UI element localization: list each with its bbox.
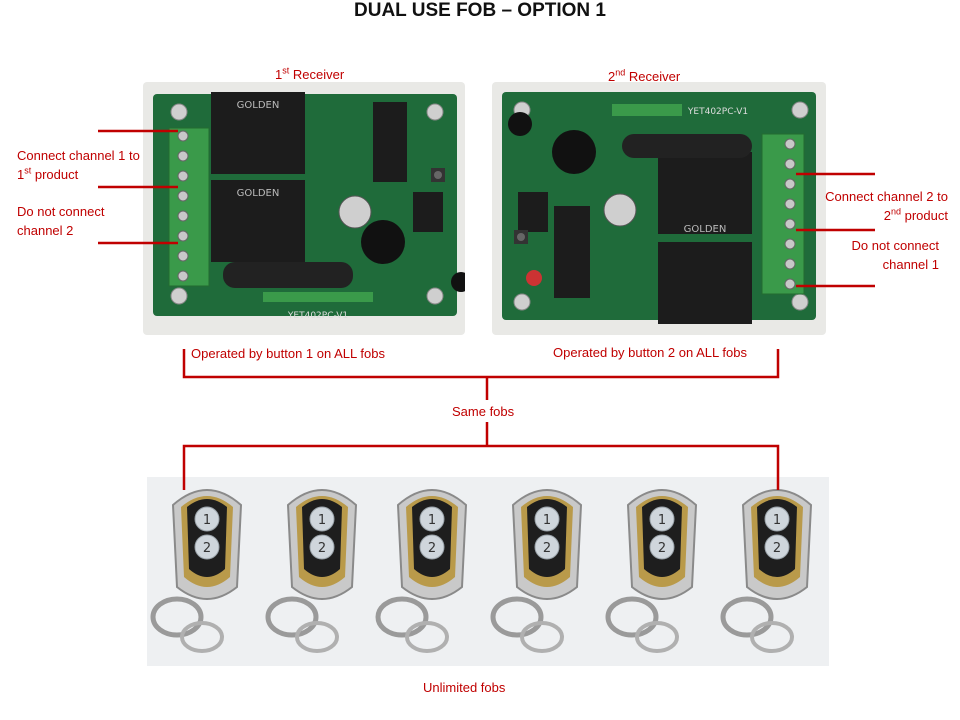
- receiver-1-noconnect-label: Do not connect channel 2: [17, 204, 105, 238]
- board-2-marking: YET402PC-V1: [687, 107, 748, 117]
- fob-button-label: 1: [658, 513, 666, 528]
- key-fob: 12: [150, 489, 243, 653]
- fob-button-label: 1: [773, 513, 781, 528]
- page-title: DUAL USE FOB – OPTION 1: [354, 0, 606, 21]
- fob-button-1: 1: [764, 506, 790, 532]
- key-fob: 12: [605, 489, 698, 653]
- fob-button-label: 1: [428, 513, 436, 528]
- relay-3-marking: GOLDEN: [684, 224, 727, 235]
- fobs-bracket: [182, 444, 780, 490]
- fob-button-2: 2: [649, 534, 675, 560]
- receiver-1-board: GOLDEN GOLDEN YET402PC-V1: [143, 82, 465, 335]
- fob-button-2: 2: [764, 534, 790, 560]
- receiver-2-heading: 2nd Receiver: [608, 67, 681, 84]
- receiver-2-noconnect-label: Do not connect channel 1: [851, 238, 939, 272]
- fob-button-2: 2: [309, 534, 335, 560]
- fob-button-1: 1: [419, 506, 445, 532]
- receiver-2-board: YET402PC-V1 GOLDEN: [492, 82, 826, 335]
- fob-button-label: 2: [203, 541, 211, 556]
- key-fob: 12: [375, 489, 468, 653]
- same-fobs-label: Same fobs: [452, 404, 515, 419]
- fob-button-label: 2: [773, 541, 781, 556]
- receiver-2-operated-label: Operated by button 2 on ALL fobs: [553, 345, 747, 360]
- relay-2-marking: GOLDEN: [237, 188, 280, 199]
- receiver-2-connect-label: Connect channel 2 to 2nd product: [825, 189, 948, 223]
- board-1-marking: YET402PC-V1: [287, 311, 348, 321]
- receiver-1-heading: 1st Receiver: [275, 65, 345, 82]
- relay-1-marking: GOLDEN: [237, 100, 280, 111]
- operated-bracket: [182, 349, 780, 379]
- fob-button-2: 2: [194, 534, 220, 560]
- fob-button-label: 1: [543, 513, 551, 528]
- fob-button-label: 2: [318, 541, 326, 556]
- receiver-1-connect-label: Connect channel 1 to 1st product: [17, 148, 140, 182]
- fob-button-1: 1: [194, 506, 220, 532]
- fob-button-label: 2: [658, 541, 666, 556]
- fob-button-label: 2: [543, 541, 551, 556]
- fob-button-label: 2: [428, 541, 436, 556]
- key-fob: 12: [720, 489, 813, 653]
- key-fob: 12: [490, 489, 583, 653]
- fob-button-1: 1: [534, 506, 560, 532]
- receiver-1-operated-label: Operated by button 1 on ALL fobs: [191, 346, 385, 361]
- fob-button-2: 2: [419, 534, 445, 560]
- unlimited-fobs-label: Unlimited fobs: [423, 680, 506, 695]
- fob-button-1: 1: [309, 506, 335, 532]
- key-fob: 12: [265, 489, 358, 653]
- fob-button-2: 2: [534, 534, 560, 560]
- fob-button-label: 1: [203, 513, 211, 528]
- fob-button-1: 1: [649, 506, 675, 532]
- fob-button-label: 1: [318, 513, 326, 528]
